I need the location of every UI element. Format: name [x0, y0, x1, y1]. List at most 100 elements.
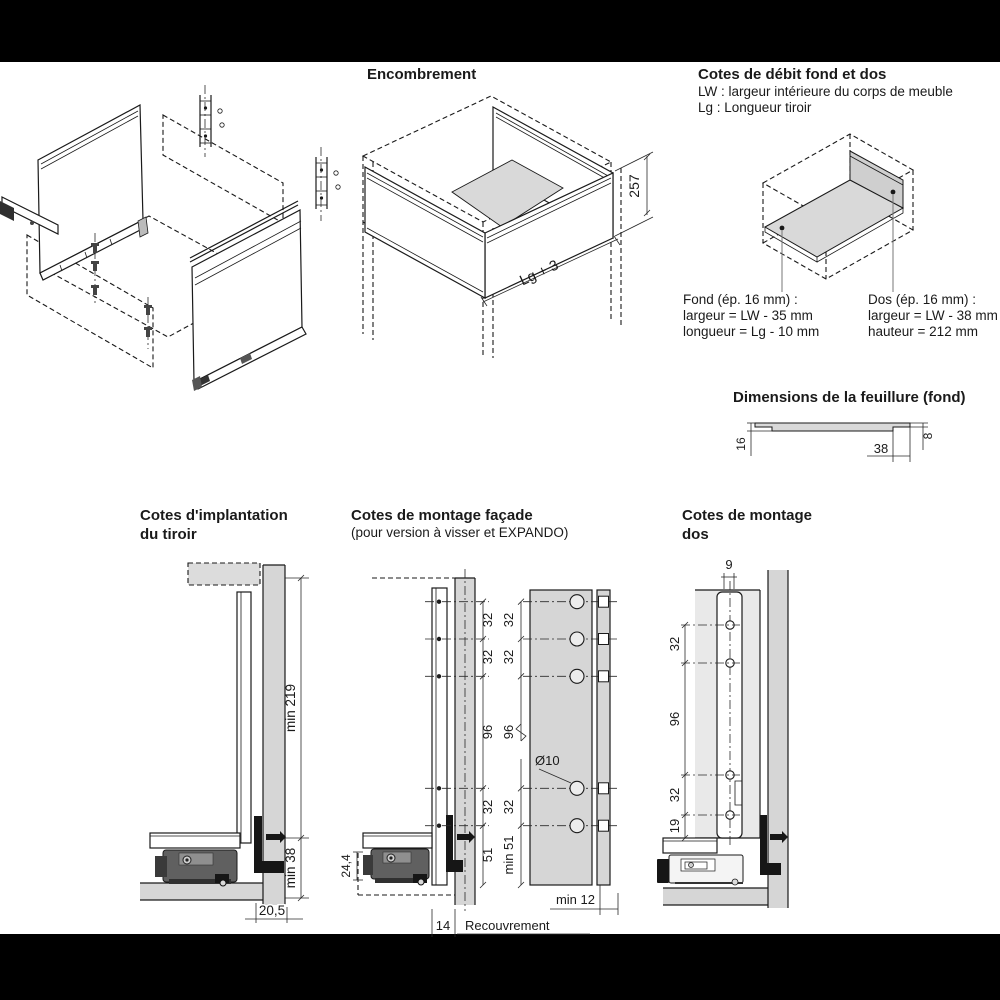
- fixing-screw: [770, 831, 788, 843]
- dimension-min219: min 219: [283, 574, 309, 842]
- front-view-dimensions: 32 32 96 32 min 51: [501, 598, 527, 889]
- cabinet-side-panel: [767, 570, 789, 908]
- coupling-mechanism: [657, 854, 744, 886]
- debit-legend-lw: LW : largeur intérieure du corps de meub…: [698, 84, 953, 99]
- fixing-screw: [266, 831, 286, 843]
- dos-dim-32-b: 32: [667, 788, 682, 802]
- drawer-bottom-panel: [662, 837, 718, 854]
- coupling-mechanism: [363, 848, 430, 886]
- front-bracket-rail-1: [199, 85, 225, 157]
- implantation-title-line2: du tiroir: [140, 526, 197, 543]
- dos-mount-title: Cotes de montage dos: [682, 506, 812, 544]
- front-fixing-hook: [446, 815, 463, 872]
- debit-drawing: [761, 133, 915, 292]
- dimension-min38: min 38: [283, 838, 309, 902]
- exploded-assembly-drawing: [0, 85, 341, 391]
- dim-257-label: 257: [626, 174, 642, 198]
- dos-spec-width: largeur = LW - 38 mm: [868, 308, 998, 323]
- facade-panel: [262, 564, 286, 905]
- feuillure-profile: [754, 422, 911, 432]
- feuillure-drawing: 16 8 38: [734, 422, 935, 462]
- implantation-title: Cotes d'implantation du tiroir: [140, 506, 288, 544]
- debit-title: Cotes de débit fond et dos: [698, 66, 887, 83]
- cabinet-bottom-bar: [663, 887, 768, 906]
- bottom-frame-bar: [0, 934, 1000, 1000]
- coupling-mechanism: [155, 849, 238, 887]
- dim-9-label: 9: [725, 557, 732, 572]
- left-runner: [0, 196, 59, 235]
- dim-min12-label: min 12: [556, 892, 595, 907]
- dos-spec-heading: Dos (ép. 16 mm) :: [868, 292, 977, 307]
- facade-front-view: [523, 589, 617, 886]
- implantation-drawing: min 219 min 38 20,5: [140, 562, 309, 923]
- implantation-title-line1: Cotes d'implantation: [140, 507, 288, 524]
- dos-dim-19: 19: [667, 819, 682, 833]
- dim-8-label: 8: [921, 432, 935, 439]
- left-side-panel: [37, 104, 149, 281]
- cabinet-bottom-bar: [140, 882, 283, 901]
- drawer-box: [364, 105, 614, 300]
- leader-lines: [781, 195, 894, 292]
- drawer-side-dashed: [187, 562, 261, 586]
- fond-spec: Fond (ép. 16 mm) : largeur = LW - 35 mm …: [683, 292, 819, 340]
- dimension-244: 24,4: [339, 851, 363, 881]
- dos-spec: Dos (ép. 16 mm) : largeur = LW - 38 mm h…: [868, 292, 998, 340]
- dim-16-label: 16: [734, 437, 748, 451]
- dim-32-b: 32: [480, 650, 495, 664]
- dos-mount-drawing: 9 32 96 32 19: [657, 557, 789, 908]
- facade-drawing: 32 32 96 32 51 24,4 14 Recouvrement: [339, 569, 619, 937]
- hole-diameter-label: Ø10: [535, 753, 560, 768]
- debit-legend-lg: Lg : Longueur tiroir: [698, 100, 812, 115]
- screw-set-left: [91, 233, 99, 303]
- dim-51: 51: [480, 848, 495, 862]
- drawer-bottom-panel: [362, 832, 433, 849]
- dim-96: 96: [480, 725, 495, 739]
- facade-panel-section: [454, 569, 476, 911]
- dos-panel: [849, 150, 904, 209]
- top-frame-bar: [0, 0, 1000, 62]
- dimension-min12: min 12: [550, 885, 619, 915]
- fond-spec-heading: Fond (ép. 16 mm) :: [683, 292, 798, 307]
- dimension-257: 257: [614, 151, 654, 237]
- drawer-front-profile: [431, 587, 448, 886]
- front-dim-min51: min 51: [501, 835, 516, 874]
- dimension-14-recouvrement: 14 Recouvrement: [431, 909, 590, 937]
- fond-spec-width: largeur = LW - 35 mm: [683, 308, 813, 323]
- dos-mount-title-line2: dos: [682, 526, 709, 543]
- front-fixing-hook: [254, 816, 284, 873]
- front-dim-32-a: 32: [501, 613, 516, 627]
- dim-32-c: 32: [480, 800, 495, 814]
- hole-spacing-dimensions: 32 96 32 19: [667, 621, 740, 842]
- dimension-16: 16: [734, 422, 772, 456]
- drawer-bottom-panel: [149, 832, 241, 849]
- dos-dim-96: 96: [667, 712, 682, 726]
- drawer-front-profile: [236, 591, 252, 844]
- front-bracket-rail-2: [315, 147, 341, 221]
- dimension-8: 8: [910, 422, 935, 450]
- dos-dim-32-a: 32: [667, 637, 682, 651]
- dimension-9: 9: [721, 557, 737, 589]
- front-dim-32-c: 32: [501, 800, 516, 814]
- dim-min219-label: min 219: [283, 684, 298, 732]
- dim-min38-label: min 38: [283, 848, 298, 889]
- front-dim-32-b: 32: [501, 650, 516, 664]
- right-side-panel: [189, 200, 307, 391]
- dim-14-label: 14: [436, 918, 450, 933]
- dim-32-a: 32: [480, 613, 495, 627]
- back-fixing-hook: [760, 815, 781, 875]
- hole-diameter-callout: Ø10: [535, 753, 572, 784]
- fond-spec-length: longueur = Lg - 10 mm: [683, 324, 820, 339]
- dos-spec-height: hauteur = 212 mm: [868, 324, 978, 339]
- dimension-38: 38: [867, 427, 911, 462]
- encombrement-title: Encombrement: [367, 66, 477, 83]
- dim-38-label: 38: [874, 441, 888, 456]
- fixing-screw: [457, 831, 475, 843]
- screw-set-middle: [144, 297, 152, 349]
- back-bracket-profile: [716, 581, 743, 847]
- dim-205-label: 20,5: [259, 903, 285, 918]
- feuillure-title: Dimensions de la feuillure (fond): [733, 389, 966, 406]
- hole-spacing-dimensions: 32 32 96 32 51: [425, 598, 495, 889]
- dim-244-label: 24,4: [339, 854, 353, 878]
- encombrement-drawing: 257 Lg + 3: [361, 95, 654, 358]
